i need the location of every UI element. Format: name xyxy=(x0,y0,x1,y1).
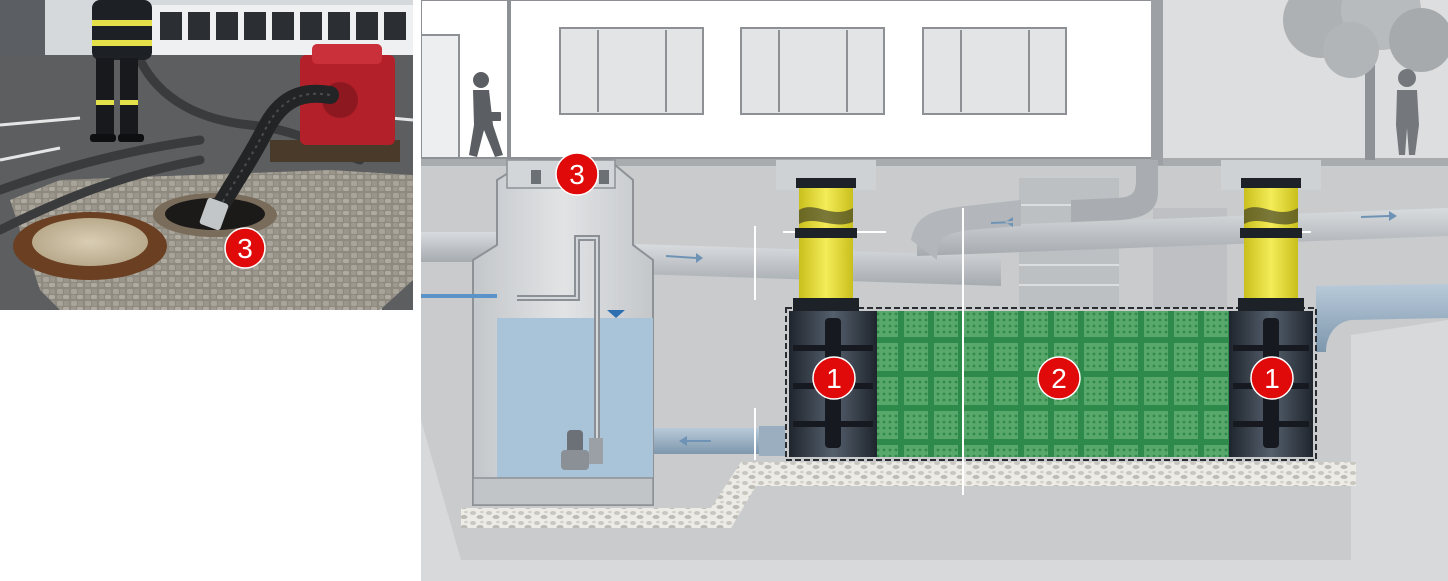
pump-top-housing xyxy=(312,44,382,64)
marker-tank-right: 1 xyxy=(1250,356,1294,400)
pipe-elbow xyxy=(911,200,1021,260)
flow-arrows xyxy=(666,211,1397,446)
submersible-pump xyxy=(561,430,603,470)
water-level-marker xyxy=(607,310,625,318)
retention-system-diagram: 3 1 2 1 xyxy=(421,0,1448,581)
retention-system-illustration: 3 1 2 1 xyxy=(421,0,1448,581)
fire-pump-photo-illustration: 3 xyxy=(0,0,413,310)
marker-tank-left-label: 1 xyxy=(826,363,842,394)
person-standing xyxy=(1396,69,1419,155)
inspection-riser-right xyxy=(1221,160,1321,311)
suction-hose xyxy=(206,84,339,224)
manhole-cover-lid xyxy=(32,218,148,266)
pump-pallet xyxy=(270,140,400,162)
marker-tank-center: 2 xyxy=(1037,356,1081,400)
fire-pump-photo: 3 xyxy=(0,0,413,310)
gravel-bedding xyxy=(461,462,1356,528)
water-inflow-line xyxy=(421,294,497,298)
background-structure xyxy=(0,0,45,58)
upper-distribution-pipe xyxy=(917,208,1448,256)
tree xyxy=(1283,0,1448,160)
photo-marker-label: 3 xyxy=(237,233,253,264)
building-windows xyxy=(160,12,406,40)
hose-coupling xyxy=(199,197,229,231)
marker-tank-center-label: 2 xyxy=(1051,363,1067,394)
ground-surface xyxy=(421,158,1448,166)
marker-shaft-top-label: 3 xyxy=(569,159,585,190)
inspection-riser-left xyxy=(776,160,876,311)
building-windows xyxy=(559,27,1067,115)
marker-tank-right-label: 1 xyxy=(1264,363,1280,394)
pump-shaft xyxy=(421,159,654,506)
building-door xyxy=(421,34,460,159)
marker-shaft-top: 3 xyxy=(555,152,599,196)
photo-marker: 3 xyxy=(224,227,266,269)
downpipe-connection xyxy=(1071,160,1158,222)
marker-tank-left: 1 xyxy=(812,356,856,400)
person-with-briefcase xyxy=(469,72,503,157)
downpipe xyxy=(1151,0,1163,165)
firefighter xyxy=(90,0,152,142)
outlet-pipe-right xyxy=(1316,284,1448,352)
